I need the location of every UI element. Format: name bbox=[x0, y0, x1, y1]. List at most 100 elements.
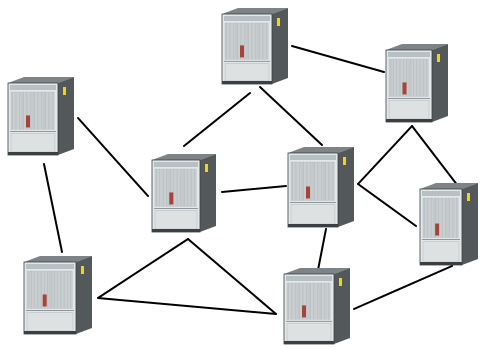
card-slot bbox=[325, 282, 328, 320]
link-server-center-left-to-server-center-right bbox=[221, 185, 287, 193]
card-slot bbox=[297, 282, 301, 320]
card-slot bbox=[163, 168, 166, 207]
card-slot bbox=[306, 282, 309, 320]
card-slot bbox=[244, 22, 247, 60]
card-slot bbox=[439, 197, 442, 238]
card-slot bbox=[428, 197, 431, 238]
card-slot bbox=[315, 161, 318, 201]
chassis-base bbox=[222, 81, 272, 84]
card-slot bbox=[171, 168, 174, 207]
lower-panel bbox=[26, 312, 74, 332]
card-slot bbox=[44, 270, 47, 309]
card-slot bbox=[456, 197, 459, 238]
status-led bbox=[205, 164, 208, 172]
card-slot bbox=[64, 270, 67, 309]
card-slot bbox=[442, 197, 445, 238]
card-slot bbox=[41, 91, 44, 130]
card-slot bbox=[303, 282, 306, 320]
card-slot bbox=[326, 161, 329, 201]
card-slot bbox=[233, 22, 236, 60]
vent-band bbox=[388, 52, 430, 57]
card-slot bbox=[46, 270, 50, 309]
card-slot bbox=[227, 22, 230, 60]
lower-panel bbox=[290, 204, 336, 225]
card-slot bbox=[310, 161, 313, 201]
card-slot bbox=[447, 197, 450, 238]
link-server-top-center-to-server-center-left bbox=[183, 92, 251, 147]
chassis-base bbox=[284, 341, 334, 344]
status-led bbox=[467, 193, 470, 201]
link-server-center-left-to-server-bottom-center bbox=[187, 238, 277, 315]
card-slot bbox=[420, 58, 423, 97]
chassis-side-panel bbox=[76, 256, 92, 334]
card-slot bbox=[444, 197, 448, 238]
status-led bbox=[437, 54, 440, 62]
card-slot bbox=[185, 168, 188, 207]
card-slot bbox=[321, 161, 324, 201]
card-slot bbox=[246, 22, 250, 60]
card-slot bbox=[312, 161, 316, 201]
link-server-bottom-left-to-server-bottom-center bbox=[97, 297, 277, 315]
lower-panel bbox=[286, 323, 332, 342]
card-slot bbox=[425, 197, 428, 238]
chassis-base bbox=[420, 262, 462, 265]
card-slot bbox=[388, 58, 392, 97]
card-slot bbox=[311, 282, 314, 320]
status-led bbox=[343, 157, 346, 165]
card-slot bbox=[394, 58, 397, 97]
link-server-center-right-to-server-right-middle bbox=[357, 183, 417, 227]
card-slot bbox=[224, 22, 228, 60]
card-slot bbox=[423, 58, 426, 97]
lower-panel bbox=[422, 241, 460, 263]
link-server-center-left-to-server-bottom-left bbox=[97, 238, 189, 299]
card-slot bbox=[319, 282, 323, 320]
chassis-base bbox=[386, 119, 432, 122]
link-server-top-center-to-server-top-right bbox=[291, 45, 385, 73]
card-slot bbox=[35, 270, 38, 309]
card-slot bbox=[252, 22, 255, 60]
card-slot bbox=[168, 168, 172, 207]
card-slot bbox=[49, 91, 52, 130]
chassis-top-panel bbox=[288, 147, 354, 153]
fan-module bbox=[26, 115, 30, 128]
chassis-base bbox=[152, 229, 200, 232]
vent-band bbox=[286, 276, 332, 281]
vent-band bbox=[290, 155, 336, 160]
card-slot bbox=[55, 270, 58, 309]
card-slot bbox=[317, 282, 320, 320]
card-slot bbox=[154, 168, 158, 207]
card-slot bbox=[160, 168, 163, 207]
card-slot bbox=[174, 168, 177, 207]
card-slot bbox=[49, 270, 53, 309]
card-slot bbox=[436, 197, 439, 238]
card-slot bbox=[301, 161, 305, 201]
status-led bbox=[63, 87, 66, 95]
card-slot bbox=[405, 58, 409, 97]
card-slot bbox=[238, 22, 241, 60]
card-slot bbox=[403, 58, 406, 97]
chassis-side-panel bbox=[58, 77, 74, 155]
card-slot bbox=[322, 282, 325, 320]
card-slot bbox=[323, 161, 327, 201]
fan-module bbox=[402, 82, 407, 95]
chassis-base bbox=[288, 224, 338, 227]
card-slot bbox=[41, 270, 44, 309]
vent-band bbox=[154, 162, 198, 167]
card-slot bbox=[299, 161, 302, 201]
chassis-side-panel bbox=[432, 44, 448, 122]
card-slot bbox=[235, 22, 239, 60]
card-slot bbox=[69, 270, 73, 309]
card-slot bbox=[38, 270, 41, 309]
card-slot bbox=[292, 282, 295, 320]
card-slot bbox=[157, 168, 160, 207]
chassis-top-panel bbox=[386, 44, 448, 50]
link-server-center-right-to-server-top-right bbox=[357, 125, 413, 185]
card-slot bbox=[397, 58, 400, 97]
card-slot bbox=[10, 91, 14, 130]
fan-module bbox=[169, 192, 174, 205]
server-bottom-left bbox=[23, 256, 92, 335]
card-slot bbox=[194, 168, 197, 207]
card-slot bbox=[290, 161, 294, 201]
nodes-layer bbox=[7, 8, 478, 345]
